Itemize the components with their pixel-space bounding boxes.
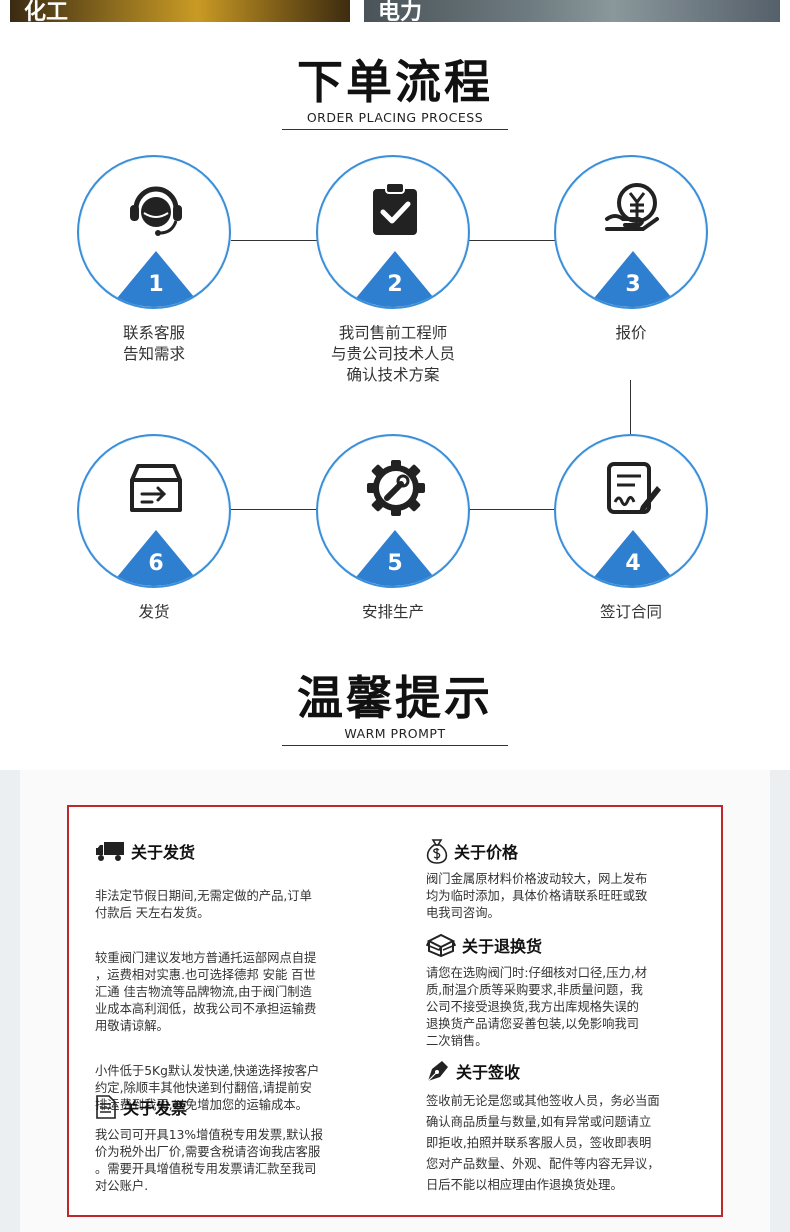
order-process-subtitle: ORDER PLACING PROCESS: [306, 110, 484, 125]
step-number: 2: [387, 272, 403, 297]
step-circle: 5: [316, 434, 470, 588]
step-triangle: [347, 251, 443, 307]
shipping-box-icon: [130, 464, 182, 512]
shipping-heading-text: 关于发货: [131, 843, 196, 862]
step-number: 6: [148, 551, 164, 576]
invoice-heading-text: 关于发票: [123, 1099, 188, 1118]
return-text: 请您在选购阀门时:仔细核对口径,压力,材 质,耐温介质等采购要求,非质量问题，我…: [426, 966, 648, 1048]
receipt-text: 签收前无论是您或其他签收人员，务必当面 确认商品质量与数量,如有异常或问题请立 …: [426, 1094, 660, 1192]
step-number: 3: [625, 272, 641, 297]
order-flow: 1 联系客服 告知需求 2 我司售前工程师 与贵公司技术人员 确认技术方案: [0, 150, 790, 630]
invoice-heading: 关于发票: [95, 1093, 365, 1121]
pen-nib-icon: [427, 1061, 448, 1082]
step-label: 发货: [138, 603, 170, 621]
step-number: 5: [387, 551, 403, 576]
open-box-icon: [426, 933, 456, 957]
step-label: 联系客服 告知需求: [122, 324, 185, 363]
industry-photo-power: 电力: [364, 0, 780, 22]
contract-sign-icon: [607, 462, 661, 514]
money-bag-icon: [426, 839, 448, 864]
receipt-heading-text: 关于签收: [456, 1063, 521, 1082]
price-heading-text: 关于价格: [454, 843, 519, 862]
truck-icon: [96, 842, 124, 861]
warm-prompt-title: 温馨提示: [297, 671, 493, 725]
shipping-heading: 关于发货: [95, 837, 365, 865]
connector-1-2: [231, 240, 317, 241]
return-heading-text: 关于退换货: [462, 937, 543, 956]
prompt-frame: 关于发货 非法定节假日期间,无需定做的产品,订单 付款后 天左右发货。 较重阀门…: [67, 805, 723, 1217]
heading-divider: [282, 745, 508, 746]
document-icon: [96, 1095, 116, 1119]
shipping-paragraph: 非法定节假日期间,无需定做的产品,订单 付款后 天左右发货。: [95, 889, 312, 920]
step-4: 4 签订合同: [554, 434, 708, 623]
step-label: 安排生产: [361, 603, 424, 621]
warm-prompt-subtitle: WARM PROMPT: [344, 726, 446, 741]
step-number: 1: [148, 272, 164, 297]
step-circle: 2: [316, 155, 470, 309]
step-triangle: [585, 251, 681, 307]
step-1: 1 联系客服 告知需求: [77, 155, 231, 365]
step-triangle: [585, 530, 681, 586]
connector-2-3: [469, 240, 555, 241]
step-circle: 6: [77, 434, 231, 588]
price-text: 阀门金属原材料价格波动较大，网上发布 均为临时添加，具体价格请联系旺旺或致 电我…: [426, 872, 648, 920]
connector-6-5: [231, 509, 317, 510]
connector-5-4: [469, 509, 555, 510]
order-process-heading: 下单流程 ORDER PLACING PROCESS: [0, 56, 790, 130]
yen-coin-hand-icon: [605, 183, 659, 231]
invoice-text: 我公司可开具13%增值税专用发票,默认报 价为税外出厂价,需要含税请咨询我店客服…: [95, 1128, 323, 1193]
return-section: 关于退换货 请您在选购阀门时:仔细核对口径,压力,材 质,耐温介质等采购要求,非…: [426, 931, 706, 1050]
step-3: 3 报价: [554, 155, 708, 344]
step-triangle: [108, 530, 204, 586]
step-label: 签订合同: [599, 603, 662, 621]
return-heading: 关于退换货: [426, 931, 706, 959]
heading-divider: [282, 129, 508, 130]
step-5: 5 安排生产: [316, 434, 470, 623]
shipping-paragraph: 小件低于5Kg默认发快递,快递选择按客户 约定,除顺丰其他快递到付翻倍,请提前安…: [95, 1064, 320, 1112]
step-triangle: [347, 530, 443, 586]
step-label: 我司售前工程师 与贵公司技术人员 确认技术方案: [330, 324, 455, 384]
gear-wrench-icon: [367, 460, 425, 516]
step-circle: 4: [554, 434, 708, 588]
shipping-paragraph: 较重阀门建议发地方普通托运部网点自提 ，运费相对实惠.也可选择德邦 安能 百世 …: [95, 951, 317, 1033]
price-section: 关于价格 阀门金属原材料价格波动较大，网上发布 均为临时添加，具体价格请联系旺旺…: [426, 837, 706, 922]
step-number: 4: [625, 551, 641, 576]
step-circle: 1: [77, 155, 231, 309]
step-label: 报价: [615, 324, 647, 342]
shipping-section: 关于发货 非法定节假日期间,无需定做的产品,订单 付款后 天左右发货。 较重阀门…: [95, 837, 365, 1142]
invoice-section: 关于发票 我公司可开具13%增值税专用发票,默认报 价为税外出厂价,需要含税请咨…: [95, 1093, 365, 1195]
clipboard-check-icon: [373, 182, 417, 235]
industry-photo-chemical: 化工: [10, 0, 350, 22]
photo-label-chemical: 化工: [24, 0, 69, 22]
photo-label-power: 电力: [378, 0, 423, 22]
order-process-title: 下单流程: [297, 55, 493, 109]
warm-prompt-heading: 温馨提示 WARM PROMPT: [0, 672, 790, 746]
receipt-section: 关于签收 签收前无论是您或其他签收人员，务必当面 确认商品质量与数量,如有异常或…: [426, 1057, 718, 1196]
step-2: 2 我司售前工程师 与贵公司技术人员 确认技术方案: [316, 155, 470, 386]
step-triangle: [108, 251, 204, 307]
receipt-heading: 关于签收: [426, 1057, 718, 1085]
step-6: 6 发货: [77, 434, 231, 623]
step-circle: 3: [554, 155, 708, 309]
customer-service-headset-icon: [130, 186, 182, 236]
price-heading: 关于价格: [426, 837, 706, 865]
